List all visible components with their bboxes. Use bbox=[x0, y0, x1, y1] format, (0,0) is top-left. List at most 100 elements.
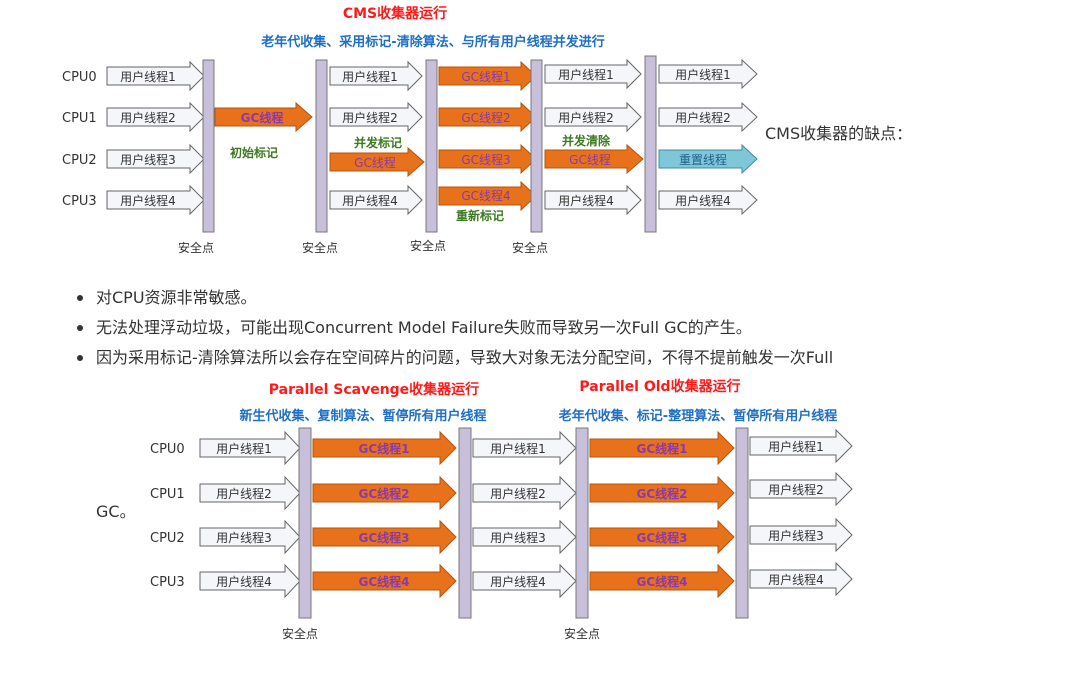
cpu-label: CPU3 bbox=[150, 575, 185, 590]
parallel-old-title: Parallel Old收集器运行 bbox=[579, 378, 740, 395]
drawbacks-list: 对CPU资源非常敏感。 无法处理浮动垃圾，可能出现Concurrent Mode… bbox=[76, 283, 833, 373]
svg-text:用户线程1: 用户线程1 bbox=[675, 67, 731, 82]
gc-thread-arrow: GC线程2 bbox=[312, 475, 457, 511]
user-thread-arrow: 用户线程4 bbox=[749, 561, 853, 597]
svg-text:GC线程2: GC线程2 bbox=[358, 486, 409, 501]
svg-text:GC线程4: GC线程4 bbox=[358, 574, 409, 589]
user-thread-arrow: 用户线程2 bbox=[472, 475, 577, 511]
user-thread-arrow: 用户线程1 bbox=[106, 60, 205, 92]
gc-thread-arrow: GC线程1 bbox=[589, 430, 735, 466]
svg-text:用户线程4: 用户线程4 bbox=[675, 193, 731, 208]
gc-thread-arrow: GC线程3 bbox=[438, 143, 537, 175]
safepoint-bar bbox=[530, 59, 543, 233]
gc-thread-arrow: GC线程3 bbox=[589, 519, 735, 555]
safepoint-bar bbox=[644, 55, 657, 233]
safepoint-label: 安全点 bbox=[178, 240, 214, 255]
gc-thread-arrow: GC线程1 bbox=[438, 60, 537, 92]
svg-text:GC线程: GC线程 bbox=[241, 110, 284, 125]
safepoint-bar bbox=[298, 427, 312, 619]
safepoint-bar bbox=[458, 427, 472, 619]
cpu-label: CPU2 bbox=[62, 153, 97, 168]
user-thread-arrow: 用户线程3 bbox=[106, 143, 205, 175]
user-thread-arrow: 用户线程2 bbox=[658, 101, 758, 133]
svg-text:用户线程4: 用户线程4 bbox=[768, 572, 824, 587]
user-thread-arrow: 用户线程1 bbox=[472, 430, 577, 466]
user-thread-arrow: 用户线程4 bbox=[472, 563, 577, 599]
parallel-old-subtitle: 老年代收集、标记-整理算法、暂停所有用户线程 bbox=[558, 408, 837, 424]
cms-drawbacks-label: CMS收集器的缺点： bbox=[765, 124, 913, 143]
svg-text:用户线程2: 用户线程2 bbox=[216, 486, 272, 501]
user-thread-arrow: 用户线程3 bbox=[472, 519, 577, 555]
svg-text:用户线程4: 用户线程4 bbox=[216, 574, 272, 589]
user-thread-arrow: 用户线程4 bbox=[658, 184, 758, 216]
list-item: 因为采用标记-清除算法所以会存在空间碎片的问题，导致大对象无法分配空间，不得不提… bbox=[76, 343, 833, 373]
safepoint-label: 安全点 bbox=[564, 626, 600, 641]
svg-text:GC线程: GC线程 bbox=[569, 152, 611, 167]
user-thread-arrow: 用户线程1 bbox=[329, 60, 423, 92]
gc-thread-arrow: GC线程4 bbox=[312, 563, 457, 599]
svg-text:用户线程3: 用户线程3 bbox=[490, 530, 546, 545]
svg-text:用户线程3: 用户线程3 bbox=[216, 530, 272, 545]
cpu-label: CPU1 bbox=[62, 111, 97, 126]
user-thread-arrow: 用户线程1 bbox=[544, 58, 642, 90]
svg-text:GC线程3: GC线程3 bbox=[358, 530, 409, 545]
svg-text:用户线程1: 用户线程1 bbox=[120, 69, 176, 84]
svg-text:用户线程2: 用户线程2 bbox=[675, 110, 731, 125]
gc-thread-arrow: GC线程2 bbox=[589, 475, 735, 511]
svg-text:GC线程1: GC线程1 bbox=[461, 69, 510, 84]
user-thread-arrow: 用户线程2 bbox=[749, 471, 853, 507]
svg-text:用户线程4: 用户线程4 bbox=[342, 193, 398, 208]
cpu-label: CPU0 bbox=[150, 442, 185, 457]
gc-thread-arrow: GC线程 bbox=[329, 146, 425, 178]
svg-text:用户线程1: 用户线程1 bbox=[558, 67, 614, 82]
reset-thread-arrow: 重置线程 bbox=[658, 143, 758, 175]
svg-text:用户线程2: 用户线程2 bbox=[558, 110, 614, 125]
user-thread-arrow: 用户线程1 bbox=[658, 58, 758, 90]
gc-thread-arrow: GC线程4 bbox=[589, 563, 735, 599]
svg-text:用户线程1: 用户线程1 bbox=[490, 441, 546, 456]
phase-concurrent-sweep: 并发清除 bbox=[562, 133, 611, 148]
user-thread-arrow: 用户线程2 bbox=[329, 101, 423, 133]
cms-diagram: CMS收集器运行 老年代收集、采用标记-清除算法、与所有用户线程并发进行 CPU… bbox=[62, 5, 758, 255]
svg-text:GC线程2: GC线程2 bbox=[636, 486, 687, 501]
parallel-diagram: Parallel Scavenge收集器运行 新生代收集、复制算法、暂停所有用户… bbox=[150, 378, 853, 641]
svg-text:GC线程4: GC线程4 bbox=[636, 574, 687, 589]
user-thread-arrow: 用户线程2 bbox=[544, 101, 642, 133]
user-thread-arrow: 用户线程3 bbox=[199, 519, 301, 555]
safepoint-label: 安全点 bbox=[302, 240, 338, 255]
svg-text:GC线程: GC线程 bbox=[354, 155, 396, 170]
user-thread-arrow: 用户线程3 bbox=[749, 517, 853, 553]
phase-remark: 重新标记 bbox=[456, 208, 504, 223]
gc-thread-arrow: GC线程4 bbox=[438, 180, 537, 212]
safepoint-bar bbox=[202, 59, 215, 233]
cms-subtitle: 老年代收集、采用标记-清除算法、与所有用户线程并发进行 bbox=[260, 34, 604, 50]
parallel-scavenge-title: Parallel Scavenge收集器运行 bbox=[269, 381, 479, 398]
svg-text:用户线程2: 用户线程2 bbox=[342, 110, 398, 125]
svg-text:重置线程: 重置线程 bbox=[679, 152, 727, 167]
gc-thread-arrow: GC线程2 bbox=[438, 101, 537, 133]
parallel-scavenge-subtitle: 新生代收集、复制算法、暂停所有用户线程 bbox=[239, 408, 486, 424]
gc-thread-arrow: GC线程1 bbox=[312, 430, 457, 466]
svg-text:用户线程4: 用户线程4 bbox=[490, 574, 546, 589]
svg-text:用户线程2: 用户线程2 bbox=[490, 486, 546, 501]
safepoint-bar bbox=[425, 59, 438, 233]
svg-text:用户线程3: 用户线程3 bbox=[120, 152, 176, 167]
svg-text:用户线程1: 用户线程1 bbox=[342, 69, 398, 84]
safepoint-label: 安全点 bbox=[512, 240, 548, 255]
user-thread-arrow: 用户线程4 bbox=[199, 563, 301, 599]
svg-text:GC线程1: GC线程1 bbox=[636, 441, 687, 456]
list-item: 无法处理浮动垃圾，可能出现Concurrent Model Failure失败而… bbox=[76, 313, 833, 343]
user-thread-arrow: 用户线程1 bbox=[749, 428, 853, 464]
svg-text:用户线程2: 用户线程2 bbox=[120, 110, 176, 125]
safepoint-bar bbox=[735, 427, 749, 619]
user-thread-arrow: 用户线程2 bbox=[199, 475, 301, 511]
svg-text:用户线程2: 用户线程2 bbox=[768, 482, 824, 497]
gc-thread-arrow: GC线程 bbox=[544, 143, 644, 175]
safepoint-bar bbox=[315, 59, 328, 233]
gc-thread-arrow: GC线程 bbox=[214, 101, 313, 133]
user-thread-arrow: 用户线程2 bbox=[106, 101, 205, 133]
cpu-label: CPU2 bbox=[150, 531, 185, 546]
svg-text:用户线程4: 用户线程4 bbox=[120, 193, 176, 208]
safepoint-label: 安全点 bbox=[410, 238, 446, 253]
